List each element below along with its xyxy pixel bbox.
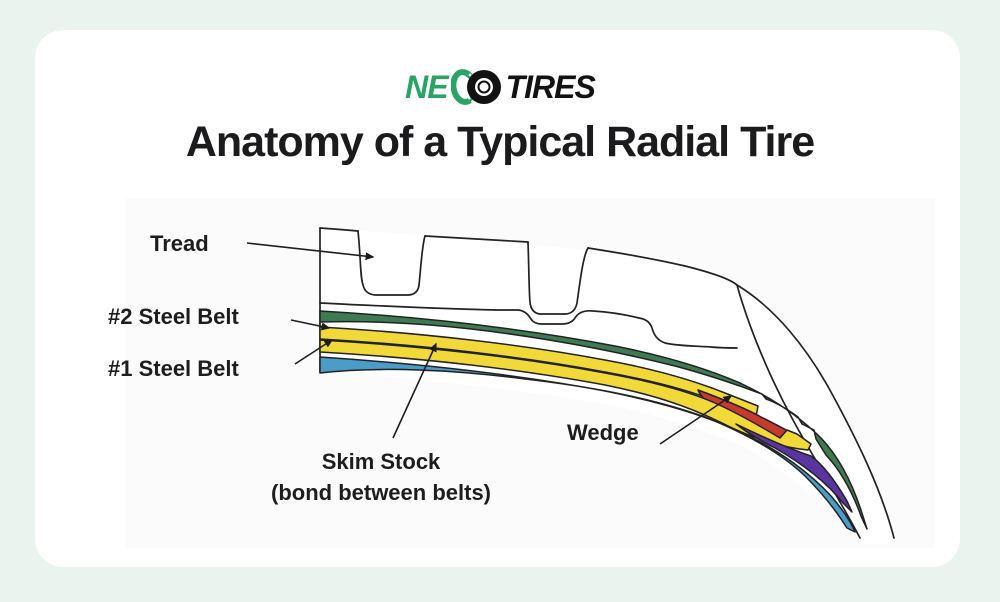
green-belt-cover-layer <box>319 310 868 530</box>
tread-surface-right <box>587 247 738 286</box>
wedge-leader-line <box>659 395 733 445</box>
page-title: Anatomy of a Typical Radial Tire <box>185 118 815 166</box>
skim-stock-label-line2: (bond between belts) <box>271 480 491 505</box>
logo: NE TIRES <box>0 64 1000 110</box>
logo-text-tires: TIRES <box>505 68 596 105</box>
belt2-leader-line <box>290 319 331 331</box>
sidewall-outer-line <box>736 284 895 539</box>
steel-belt-1-label: #1 Steel Belt <box>108 356 239 381</box>
skim-stock-leader-line <box>392 342 437 439</box>
skim-stock-label-line1: Skim Stock <box>321 449 441 474</box>
sidewall-inner-line <box>736 284 861 539</box>
skim-stock-label: Skim Stock (bond between belts) <box>255 446 507 508</box>
tread-surface-left <box>319 227 359 232</box>
tread-label: Tread <box>150 231 209 256</box>
steel-belt-2-label: #2 Steel Belt <box>108 304 239 329</box>
belt1-leader-line <box>294 339 334 365</box>
tread-base-line <box>319 302 738 349</box>
tread-surface-mid <box>424 235 529 243</box>
purple-layer <box>735 423 853 513</box>
tread-groove-1 <box>357 230 426 296</box>
tire-logo-icon <box>450 67 503 107</box>
wedge-label: Wedge <box>567 420 639 445</box>
tread-leader-line <box>246 242 375 261</box>
tread-groove-2 <box>527 241 589 315</box>
tire-cross-section-svg <box>246 227 897 544</box>
tire-cross-section-diagram <box>125 198 935 548</box>
blue-inner-layer <box>319 356 856 533</box>
logo-text-ne: NE <box>405 68 448 105</box>
